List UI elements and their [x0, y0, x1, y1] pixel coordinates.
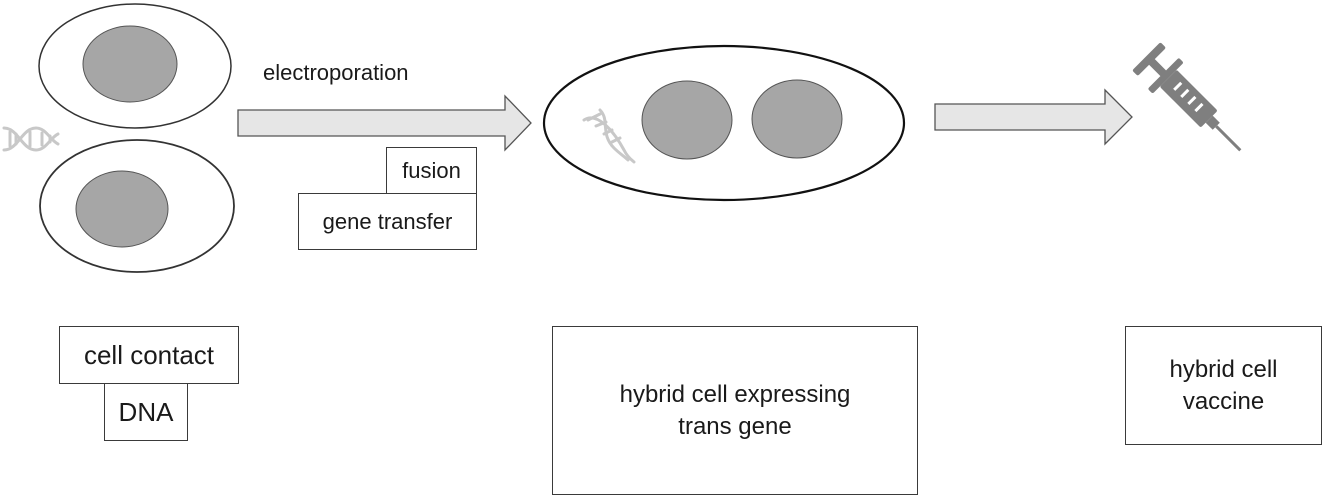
- fusion-box: fusion: [386, 147, 477, 194]
- hybrid-cell-expressing-label: hybrid cell expressing trans gene: [619, 381, 851, 440]
- process-arrow-1: [237, 94, 532, 152]
- lower-cell-nucleus: [75, 170, 169, 248]
- dna-helix-icon: [2, 126, 60, 152]
- lower-donor-cell: [39, 139, 235, 273]
- upper-donor-cell: [38, 3, 232, 129]
- process-arrow-2: [934, 88, 1133, 146]
- cell-contact-label: cell contact: [83, 339, 215, 370]
- hybrid-nucleus-right: [751, 79, 843, 159]
- electroporation-label: electroporation: [263, 60, 409, 85]
- dna-helix-icon: [582, 108, 636, 164]
- gene-transfer-box: gene transfer: [298, 193, 477, 250]
- hybrid-cell-vaccine-label: hybrid cell vaccine: [1169, 356, 1278, 415]
- dna-box: DNA: [104, 383, 188, 441]
- hybrid-cell-expressing-box: hybrid cell expressing trans gene: [552, 326, 918, 495]
- fusion-label: fusion: [402, 157, 461, 183]
- dna-label: DNA: [118, 396, 174, 427]
- syringe-icon: [1132, 42, 1242, 152]
- hybrid-cell: [542, 44, 906, 202]
- hybrid-cell-vaccine-box: hybrid cell vaccine: [1125, 326, 1322, 445]
- hybrid-nucleus-left: [641, 80, 733, 160]
- gene-transfer-label: gene transfer: [322, 208, 453, 234]
- upper-cell-nucleus: [82, 25, 178, 103]
- cell-contact-box: cell contact: [59, 326, 239, 384]
